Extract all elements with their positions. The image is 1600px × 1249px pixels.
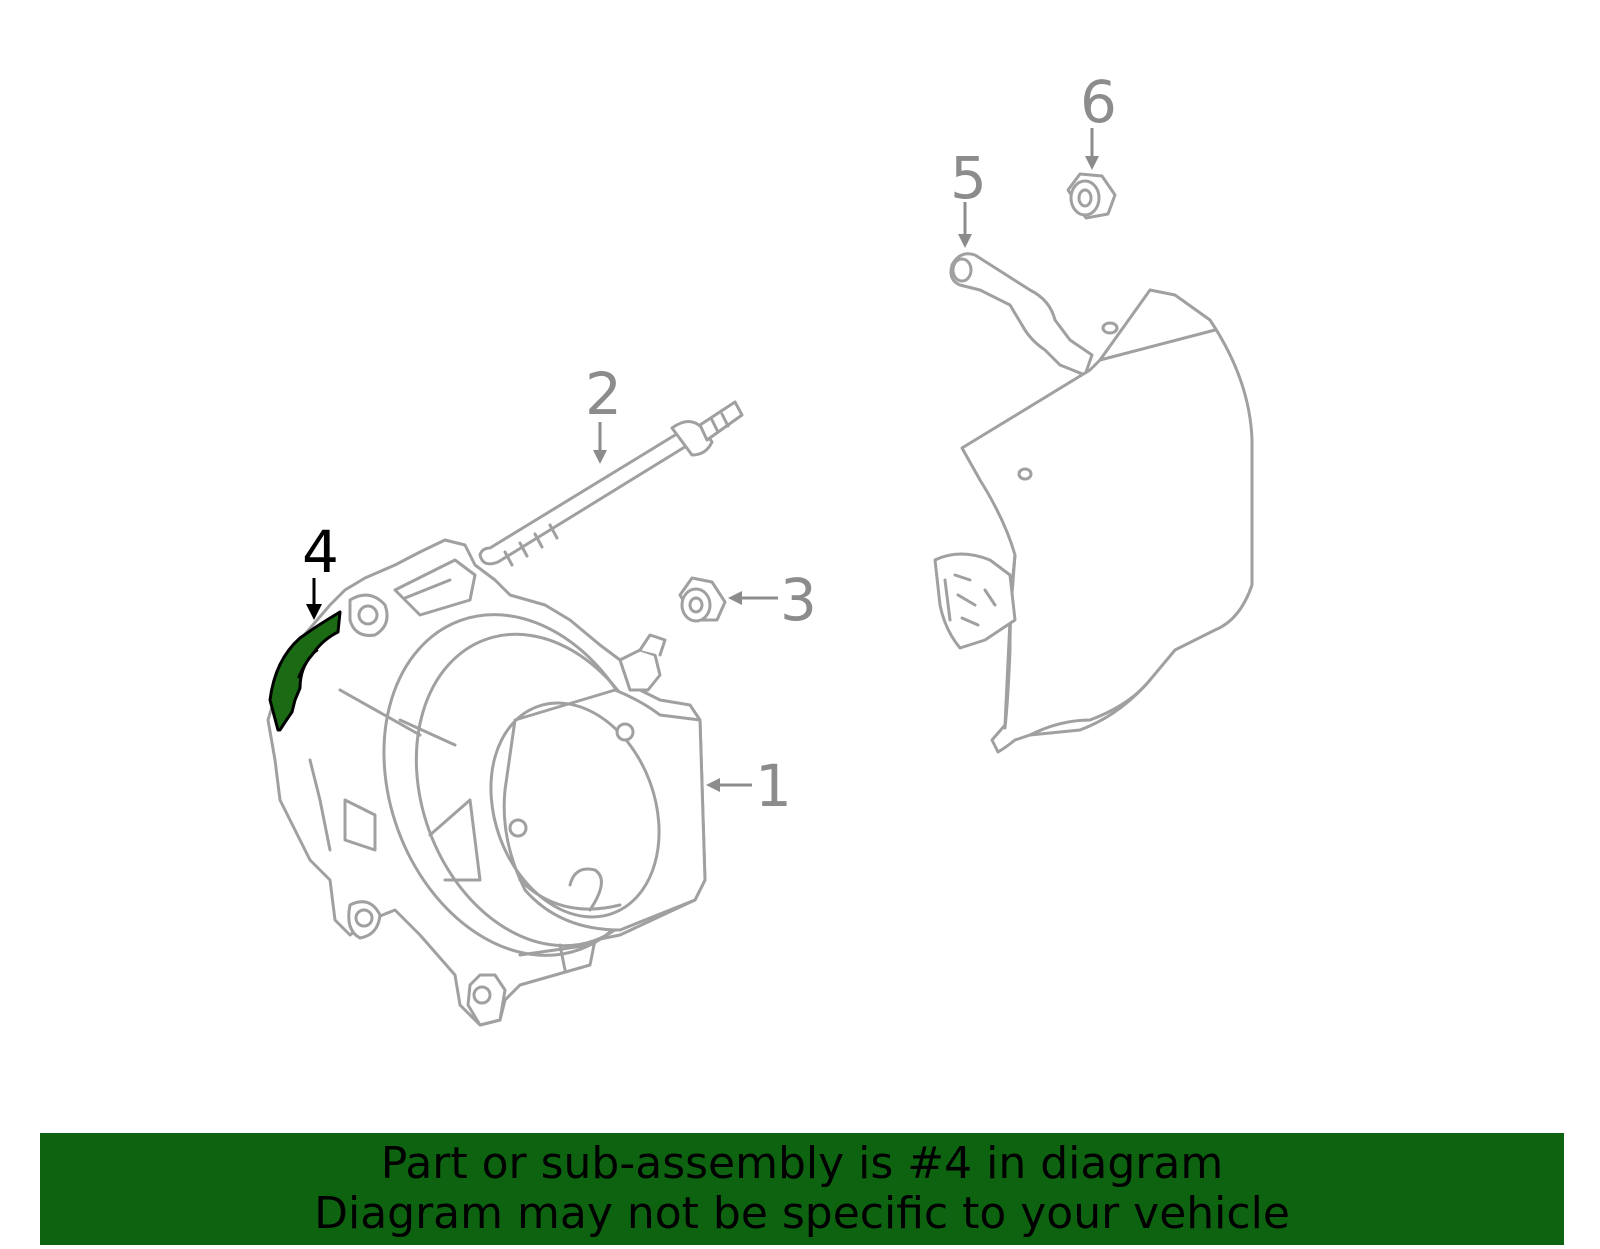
callout-4-label: 4 [302, 518, 339, 586]
long-bolt-part[interactable] [478, 400, 744, 567]
bracket-part-highlighted[interactable] [268, 610, 342, 732]
alternator-part[interactable] [266, 538, 707, 1027]
callout-2-label: 2 [585, 360, 622, 428]
banner-line-disclaimer: Diagram may not be specific to your vehi… [314, 1188, 1290, 1239]
nut-3-part[interactable] [678, 576, 727, 623]
callout-6-label: 6 [1080, 68, 1117, 136]
callout-3-label: 3 [780, 566, 817, 634]
heat-shield-part[interactable] [933, 252, 1254, 754]
callout-2-arrowhead [593, 450, 607, 464]
info-banner: Part or sub-assembly is #4 in diagram Di… [40, 1133, 1564, 1245]
callout-3-arrowhead [728, 591, 742, 605]
callout-5-label: 5 [950, 144, 987, 212]
callout-4-arrowhead [306, 604, 322, 620]
callout-5-arrowhead [958, 234, 972, 248]
nut-6-part[interactable] [1066, 172, 1117, 220]
banner-line-part: Part or sub-assembly is #4 in diagram [380, 1138, 1224, 1189]
callout-6-arrowhead [1085, 156, 1099, 170]
callout-1-arrowhead [706, 778, 720, 792]
callout-1-label: 1 [755, 752, 792, 820]
